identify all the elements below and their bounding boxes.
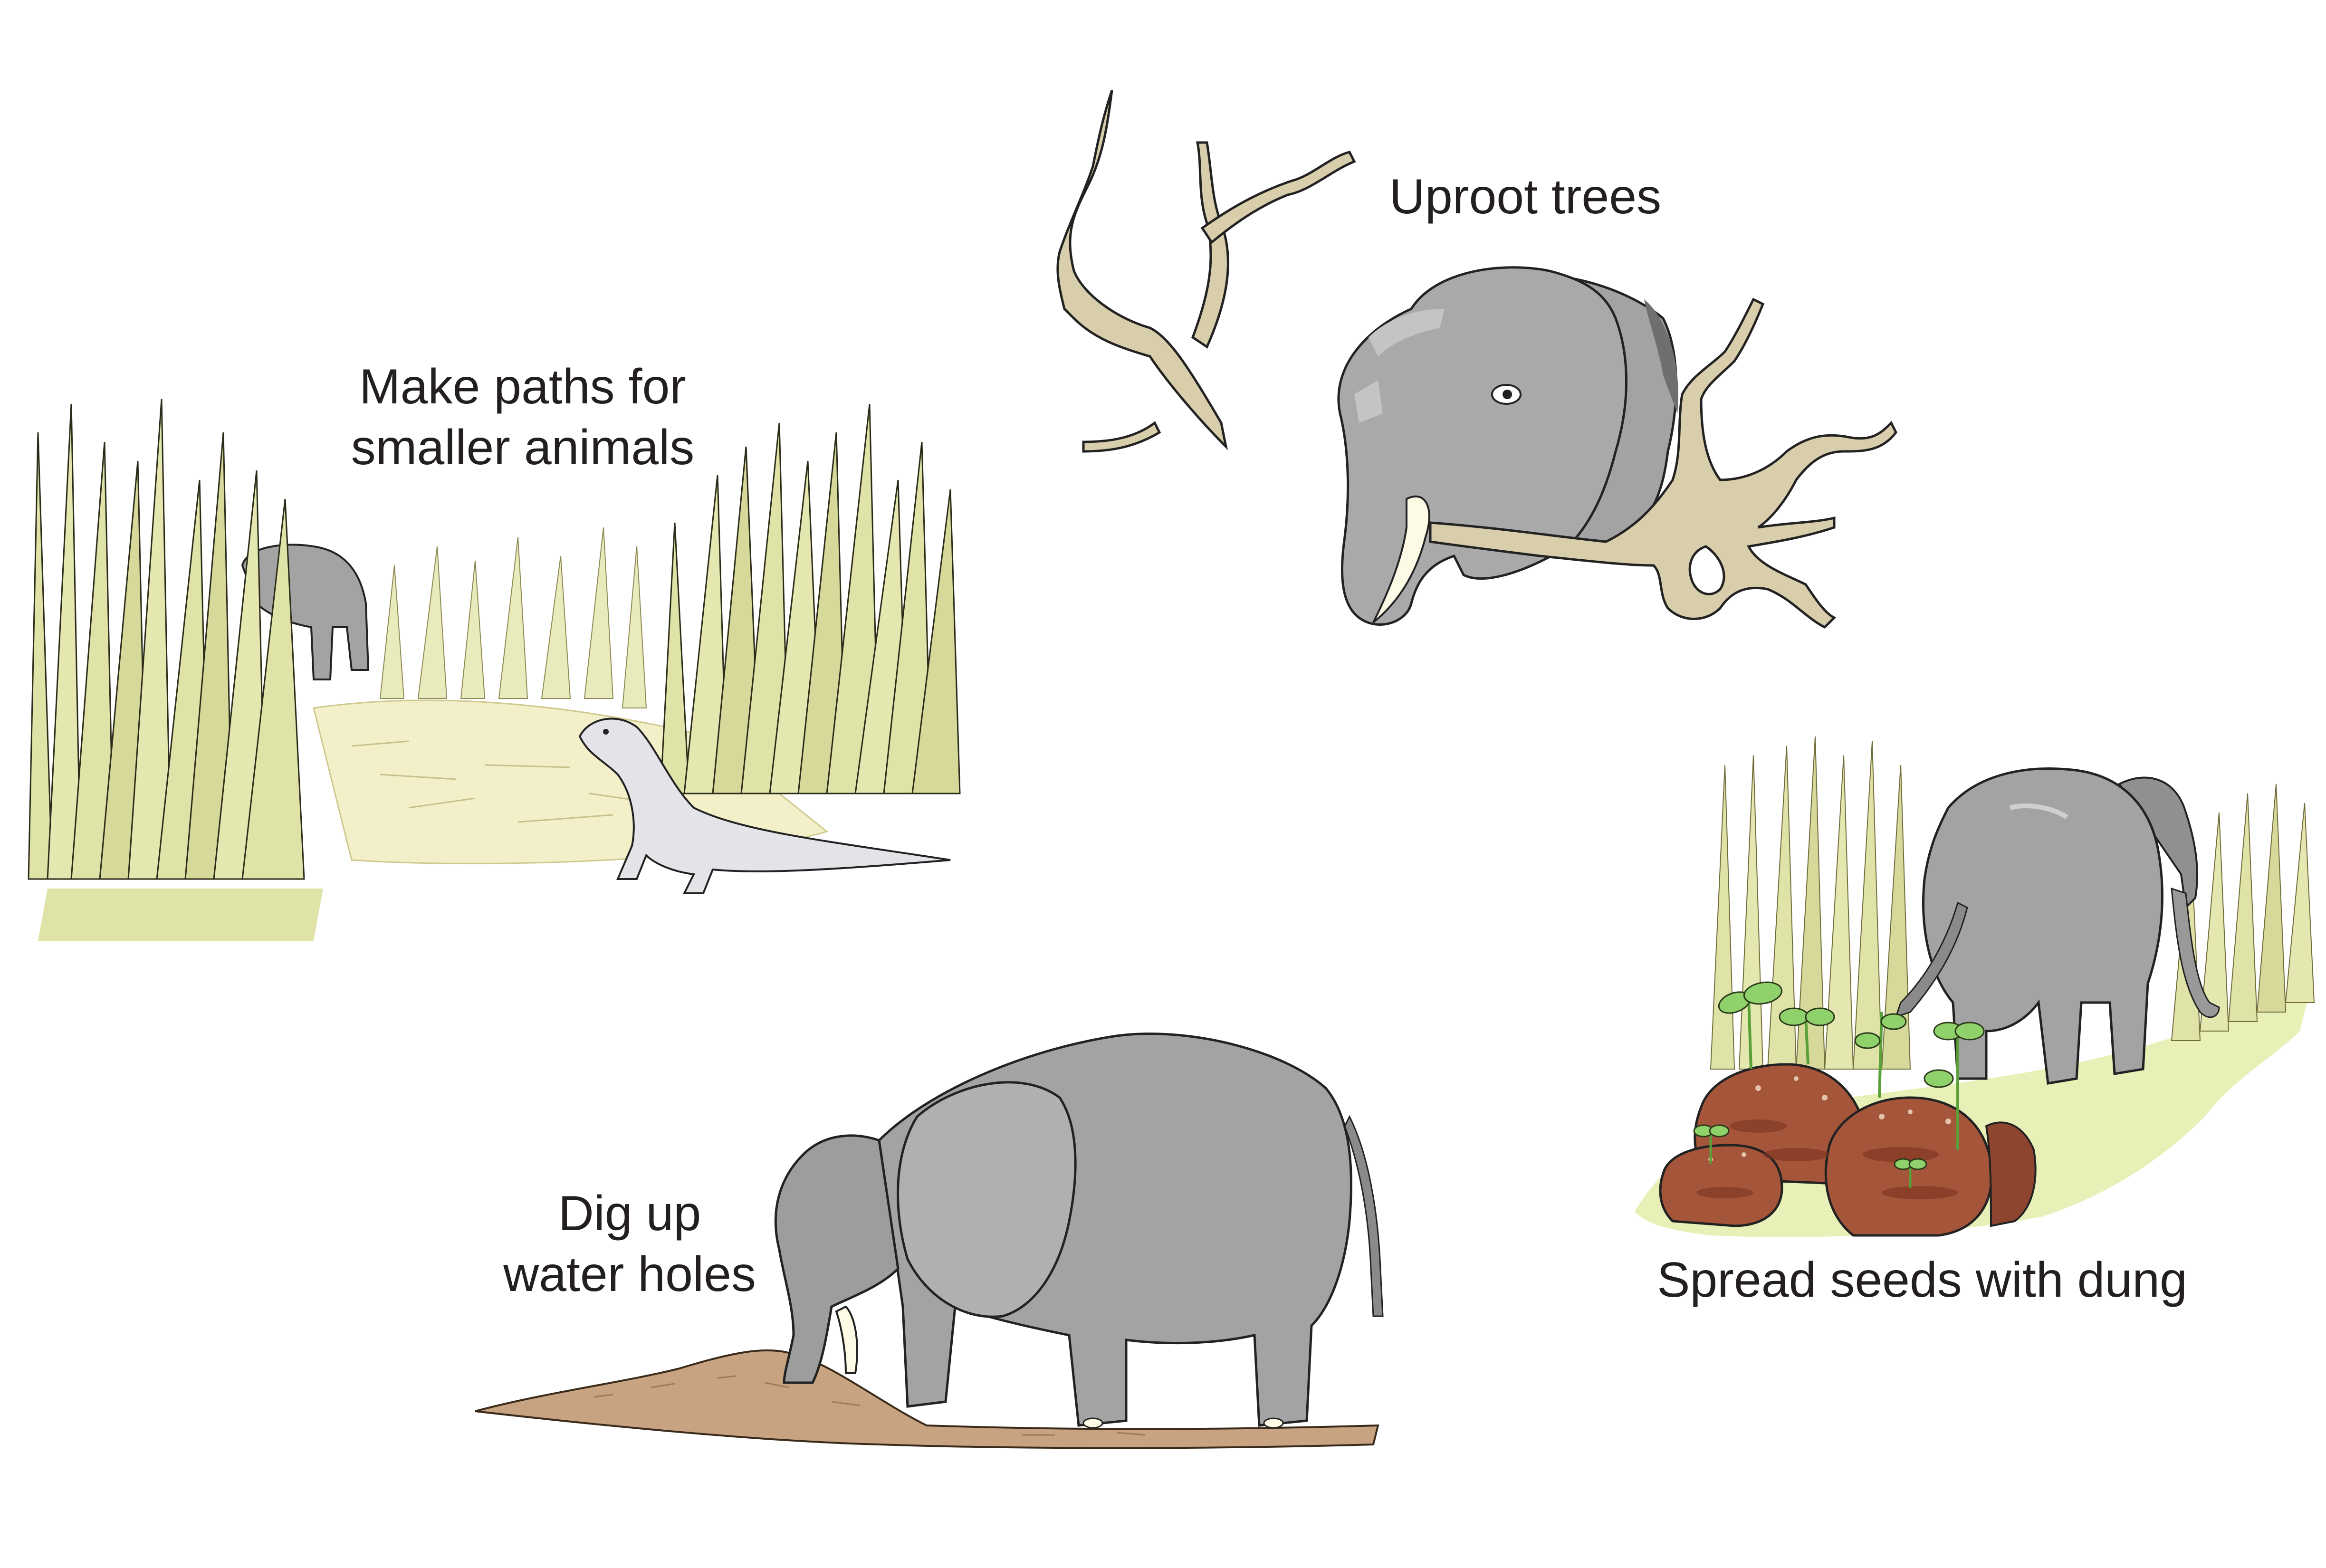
label-line: Uproot trees bbox=[1389, 169, 1662, 224]
label-line: water holes bbox=[503, 1247, 756, 1302]
uproot-illustration bbox=[1056, 90, 1897, 629]
elephant-walking-away bbox=[1895, 767, 2220, 1085]
soil-mound bbox=[475, 1349, 1379, 1449]
label-line: Make paths for bbox=[359, 359, 686, 414]
dung-piles bbox=[1659, 1063, 2037, 1237]
panel-spread-seeds: Spread seeds with dung bbox=[1616, 736, 2326, 1330]
grass-background bbox=[379, 527, 647, 708]
grass-path-illustration bbox=[28, 399, 961, 941]
panel-uproot-trees: Uproot trees bbox=[1045, 71, 1901, 665]
dig-illustration bbox=[475, 1033, 1384, 1449]
label-dig-water-holes: Dig up water holes bbox=[475, 1183, 784, 1305]
elephant-head bbox=[1337, 266, 1678, 626]
label-uproot-trees: Uproot trees bbox=[1354, 166, 1696, 227]
seeds-illustration bbox=[1635, 736, 2315, 1237]
label-line: Spread seeds with dung bbox=[1657, 1252, 2187, 1308]
label-spread-seeds: Spread seeds with dung bbox=[1625, 1250, 2219, 1310]
label-make-paths: Make paths for smaller animals bbox=[309, 356, 737, 478]
tusk bbox=[1372, 495, 1430, 623]
digging-elephant bbox=[774, 1033, 1384, 1429]
grass-clump-right bbox=[660, 403, 961, 794]
panel-make-paths: Make paths for smaller animals bbox=[0, 0, 998, 950]
grass-clump-left bbox=[28, 399, 323, 941]
label-line: smaller animals bbox=[351, 420, 695, 475]
label-line: Dig up bbox=[558, 1186, 701, 1241]
tusk bbox=[835, 1305, 858, 1374]
monitor-lizard bbox=[578, 717, 951, 894]
uprooted-tree-trunk bbox=[1429, 297, 1897, 629]
elephant-ear bbox=[897, 1081, 1077, 1318]
seedlings bbox=[1693, 981, 1985, 1188]
panel-dig-water-holes: Dig up water holes bbox=[451, 974, 1449, 1520]
dead-branch-back bbox=[1056, 90, 1356, 453]
